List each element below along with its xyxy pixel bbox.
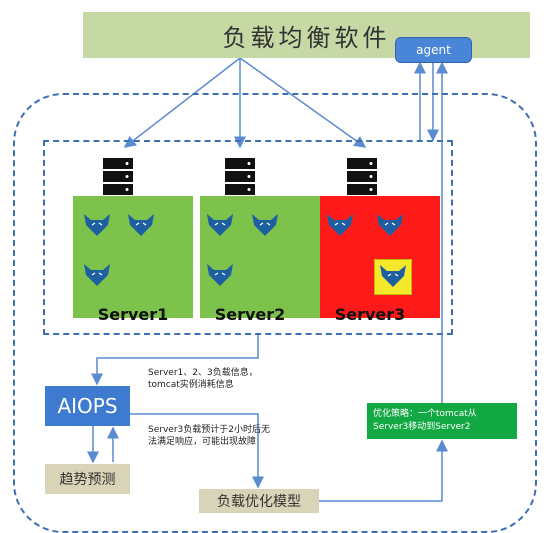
- arrow-aiops-to-model: [130, 413, 264, 489]
- aiops-box: AIOPS: [45, 386, 130, 426]
- tomcat-icon: [377, 214, 403, 236]
- tomcat-icon: [84, 214, 110, 236]
- prediction-note: Server3负载预计于2小时后无法满足响应，可能出现故障: [148, 425, 270, 447]
- server2-panel: [200, 196, 320, 318]
- migrating-tomcat-highlight: [374, 259, 412, 295]
- strategy-text: 优化策略：一个tomcat从Server3移动到Server2: [373, 409, 477, 432]
- server3-panel: [320, 196, 440, 318]
- arrow-banner-to-server1: [123, 57, 241, 148]
- server-rack-icon: [347, 158, 377, 195]
- arrow-model-to-strategy: [319, 439, 448, 502]
- server2-label: Server2: [214, 305, 286, 324]
- server1-panel: [73, 196, 193, 318]
- server-rack-icon: [103, 158, 133, 195]
- tomcat-icon: [380, 265, 406, 287]
- banner-title: 负载均衡软件: [222, 23, 391, 52]
- server1-label: Server1: [97, 305, 169, 324]
- arrow-servers-to-aiops: [91, 335, 259, 386]
- tomcat-icon: [252, 214, 278, 236]
- optimization-model-box: 负载优化模型: [199, 489, 319, 513]
- tomcat-icon: [128, 214, 154, 236]
- tomcat-icon: [207, 214, 233, 236]
- model-label: 负载优化模型: [217, 494, 301, 510]
- trend-label: 趋势预测: [59, 472, 116, 488]
- tomcat-icon: [207, 264, 233, 286]
- tomcat-icon: [84, 264, 110, 286]
- server-rack-icon: [225, 158, 255, 195]
- agent-box: agent: [395, 37, 472, 63]
- agent-label: agent: [416, 43, 451, 57]
- server3-label: Server3: [334, 305, 406, 324]
- tomcat-icon: [327, 214, 353, 236]
- optimization-strategy-box: 优化策略：一个tomcat从Server3移动到Server2: [367, 403, 517, 439]
- arrow-banner-to-server3: [239, 57, 367, 148]
- trend-prediction-box: 趋势预测: [45, 464, 130, 494]
- aiops-label: AIOPS: [57, 394, 118, 418]
- load-info-note: Server1、2、3负载信息，tomcat实例消耗信息: [148, 368, 258, 390]
- server-group-boundary: [43, 140, 453, 335]
